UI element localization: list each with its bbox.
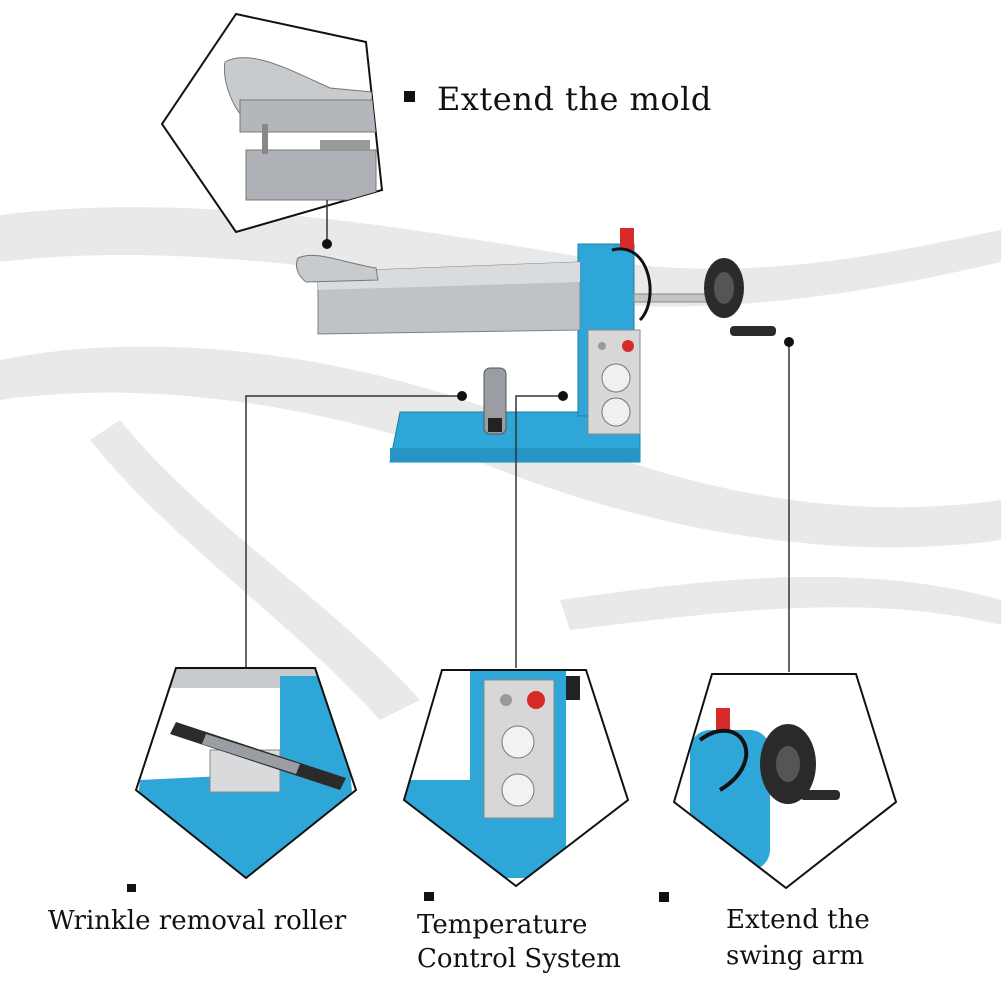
shoe-machine (295, 228, 776, 463)
label-line: Wrinkle removal roller (48, 906, 347, 936)
inset-mold (160, 12, 384, 249)
bullet-square-icon (404, 91, 415, 102)
inset-temperature (402, 669, 630, 888)
callout-dot-icon (322, 239, 332, 249)
dial-icon (601, 397, 631, 427)
callout-dot-icon (457, 391, 467, 401)
headline-extend-mold: Extend the mold (437, 80, 712, 118)
label-line: Extend the (726, 905, 870, 935)
callout-dot-icon (784, 337, 794, 347)
bullet-square-icon (127, 884, 136, 892)
inset-swing-arm (672, 673, 898, 890)
label-swing-arm: Extend the swing arm (726, 902, 870, 974)
label-line: Control System (417, 944, 621, 974)
power-button-icon (527, 691, 545, 709)
inset-roller (134, 667, 358, 880)
callout-lines (245, 342, 790, 672)
label-temperature-control: Temperature Control System (417, 908, 621, 976)
dial-icon (501, 773, 535, 807)
bullet-square-icon (424, 892, 434, 901)
label-line: Temperature (417, 910, 588, 940)
power-button-icon (622, 340, 634, 352)
callout-dot-icon (558, 391, 568, 401)
dial-icon (501, 725, 535, 759)
label-line: swing arm (726, 941, 865, 971)
bullet-square-icon (659, 892, 669, 902)
label-wrinkle-roller: Wrinkle removal roller (48, 906, 346, 936)
dial-icon (601, 363, 631, 393)
